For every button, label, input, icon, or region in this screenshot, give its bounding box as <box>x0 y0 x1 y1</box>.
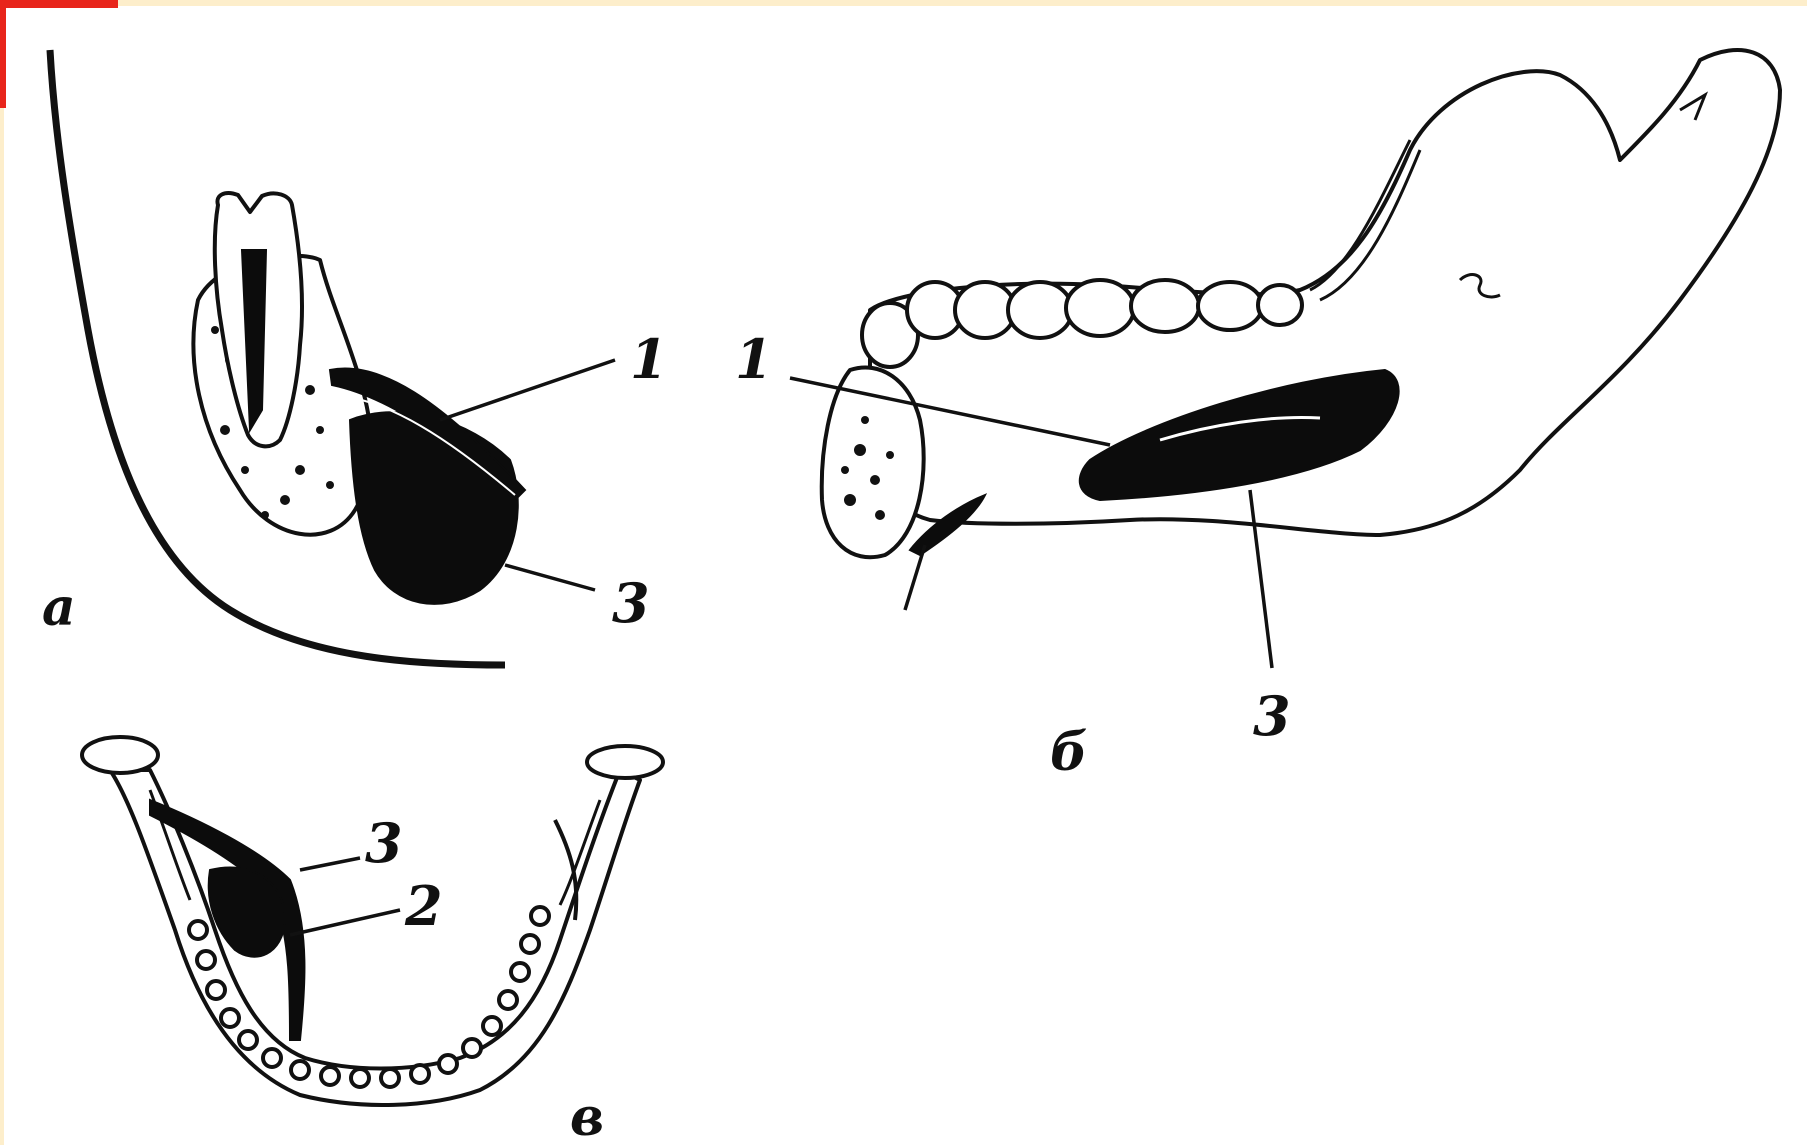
callout-a-1: 1 <box>630 327 668 391</box>
leader-v-2 <box>290 910 400 935</box>
callout-v-2: 2 <box>404 874 443 938</box>
panel-label-v: в <box>570 1087 604 1145</box>
callout-b-1: 1 <box>735 327 773 391</box>
callout-v-3: 3 <box>365 811 403 875</box>
panel-a-illustration <box>50 50 525 665</box>
panel-v-illustration <box>82 737 663 1105</box>
leader-a-1 <box>440 360 615 420</box>
panel-label-a: а <box>42 577 76 638</box>
callout-b-3: 3 <box>1253 684 1291 748</box>
panel-b-illustration <box>822 50 1780 610</box>
callout-a-3: 3 <box>612 571 650 635</box>
leader-a-3 <box>505 565 595 590</box>
panel-label-b: б <box>1050 722 1088 783</box>
leader-v-3 <box>300 858 360 870</box>
